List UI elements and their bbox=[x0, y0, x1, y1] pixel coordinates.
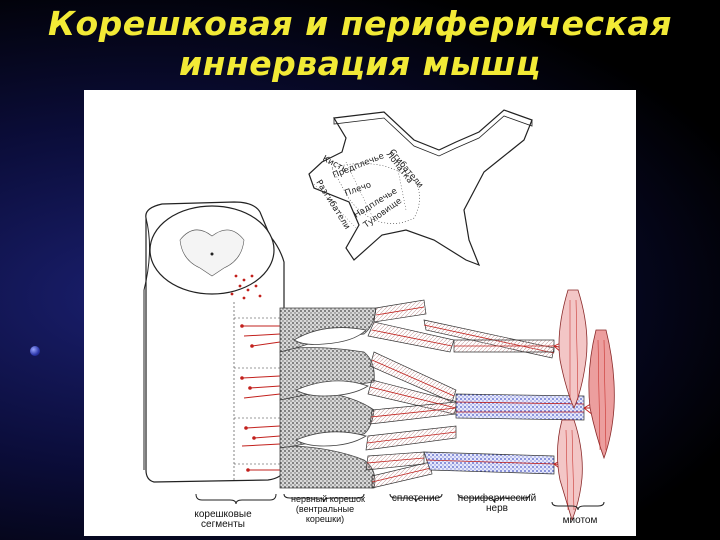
diagram-drawing: Кисть Предплечье Плечо Лопатка Разгибате… bbox=[84, 90, 636, 536]
title-line-2: иннервация мышц bbox=[0, 44, 720, 84]
innervation-diagram: Кисть Предплечье Плечо Лопатка Разгибате… bbox=[84, 90, 636, 536]
label-ventral-roots: (вентральные корешки) bbox=[290, 504, 360, 524]
label-nerve-root: нервный корешок bbox=[280, 494, 376, 504]
label-root-segments: корешковые сегменты bbox=[190, 510, 256, 530]
label-peripheral-nerve: периферический нерв bbox=[454, 494, 540, 514]
title-line-1: Корешковая и периферическая bbox=[0, 4, 720, 44]
peripheral-nerve-middle bbox=[456, 394, 584, 420]
label-plexus: сплетение bbox=[384, 494, 448, 504]
bullet-dot bbox=[30, 346, 40, 356]
peripheral-nerve-lower bbox=[424, 452, 554, 474]
label-myotome: миотом bbox=[550, 516, 610, 526]
slide-title: Корешковая и периферическая иннервация м… bbox=[0, 4, 720, 84]
spinal-cord bbox=[144, 202, 284, 482]
